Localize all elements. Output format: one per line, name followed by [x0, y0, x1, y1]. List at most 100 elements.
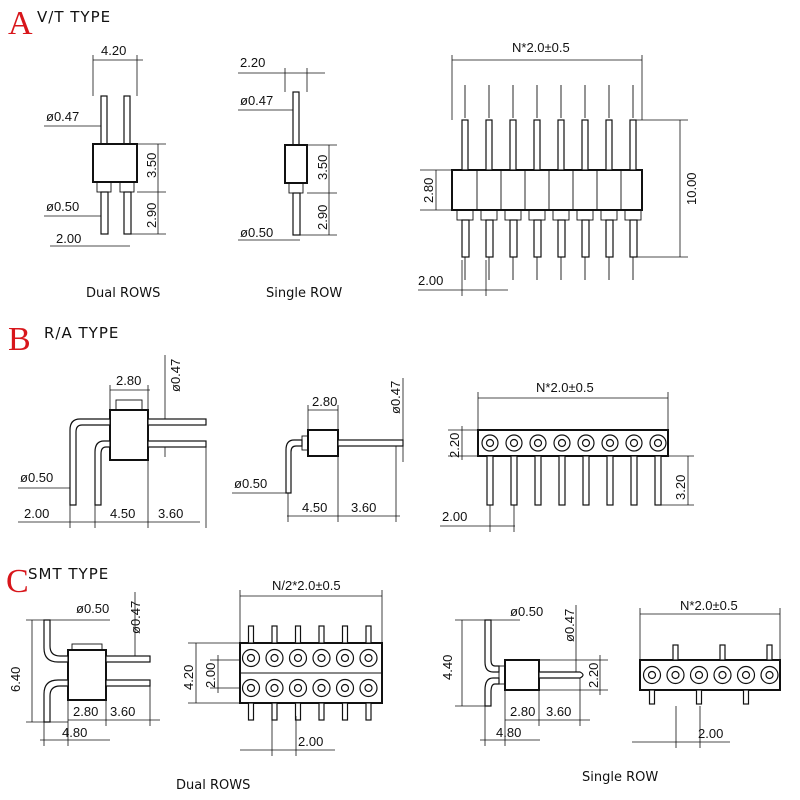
- vt-dual-tail-label: ø0.50: [46, 199, 79, 214]
- vt-multi-pin-top: [509, 119, 517, 171]
- ra-multi-contact-inner: [485, 438, 495, 448]
- smt-single-pin-label: ø0.47: [562, 609, 577, 642]
- ra-multi-pin-tail: [582, 455, 590, 506]
- smt-single-top-contact-inner: [718, 670, 727, 680]
- vt-dual-tail-len-label: 2.90: [144, 203, 159, 228]
- smt-single-top-contact-inner: [741, 670, 751, 680]
- smt-dual-top-drawing: [239, 625, 383, 721]
- vt-multi-pin-top: [605, 119, 613, 171]
- vt-dual-width-label: 4.20: [101, 43, 126, 58]
- smt-dual-top-lead-lower: [271, 702, 278, 721]
- vt-multi-pin-tail: [605, 219, 614, 258]
- smt-single-top-contact-inner: [765, 670, 774, 680]
- smt-single-top-dimensions: [632, 608, 781, 748]
- vt-multi-collar: [504, 209, 522, 221]
- vt-multi-pin-top: [461, 119, 469, 171]
- vt-multi-pin-top: [629, 119, 637, 171]
- ra-dual-dimensions: [18, 355, 207, 528]
- vt-dual-drawing: [92, 95, 138, 235]
- ra-multi-contact-inner: [581, 438, 591, 448]
- smt-single-top-lead-upper: [719, 644, 726, 661]
- ra-single-tail-label: ø0.50: [234, 476, 267, 491]
- vt-multi-collar: [552, 209, 570, 221]
- smt-dual-top-total-label: N/2*2.0±0.5: [272, 578, 341, 593]
- smt-dual-pin-label: ø0.47: [128, 601, 143, 634]
- vt-dual-body-label: 3.50: [144, 153, 159, 178]
- ra-multi-pin-tail: [510, 455, 518, 506]
- smt-single-top-lead-lower: [742, 689, 750, 705]
- ra-multi-pin-tail: [486, 455, 494, 506]
- ra-multi-contact-inner: [533, 438, 543, 448]
- smt-dual-top-lead-lower: [365, 702, 372, 721]
- ra-single-len-label: 4.50: [302, 500, 327, 515]
- vt-single-dimensions: [238, 68, 337, 241]
- smt-single-caption: Single ROW: [582, 770, 658, 785]
- ra-single-pin-label: ø0.47: [388, 381, 403, 414]
- smt-dual-top-lead-upper: [271, 625, 278, 644]
- ra-multi-pitch-label: 2.00: [442, 509, 467, 524]
- vt-multi-total-label: N*2.0±0.5: [512, 40, 570, 55]
- vt-single-pin-label: ø0.47: [240, 93, 273, 108]
- smt-dual-tail-label: ø0.50: [76, 601, 109, 616]
- vt-multi-collar: [456, 209, 474, 221]
- ra-dual-pin-label: ø0.47: [168, 359, 183, 392]
- smt-dual-top-contact-inner: [246, 653, 256, 663]
- smt-dual-top-outer-label: 4.20: [181, 665, 196, 690]
- vt-multi-dimensions: [418, 55, 688, 296]
- section-b-title: R/A TYPE: [44, 324, 119, 342]
- smt-single-top-lead-upper: [766, 644, 773, 661]
- ra-multi-drawing: [477, 429, 669, 506]
- smt-dual-height-label: 6.40: [8, 667, 23, 692]
- ra-multi-pin-tail: [630, 455, 638, 506]
- smt-dual-top-contact-inner: [364, 653, 373, 663]
- vt-dual-pitch-label: 2.00: [56, 231, 81, 246]
- ra-multi-pin-tail: [606, 455, 614, 506]
- vt-multi-height-label: 10.00: [684, 172, 699, 205]
- vt-multi-pin-top: [485, 119, 493, 171]
- vt-multi-pin-tail: [581, 219, 590, 258]
- smt-dual-top-lead-lower: [294, 702, 302, 721]
- smt-dual-top-contact-inner: [293, 653, 303, 663]
- vt-multi-pin-tail: [629, 219, 638, 258]
- smt-dual-top-pitch-label: 2.00: [298, 734, 323, 749]
- smt-single-tail-label: ø0.50: [510, 604, 543, 619]
- ra-dual-tail-label: ø0.50: [20, 470, 53, 485]
- smt-dual-top-contact-inner: [270, 653, 279, 663]
- smt-dual-top-lead-lower: [247, 702, 255, 721]
- vt-multi-pin-tail: [557, 219, 566, 258]
- smt-dual-side-drawing: [43, 619, 151, 723]
- smt-dual-caption: Dual ROWS: [176, 778, 250, 793]
- smt-single-top-contact-inner: [694, 670, 704, 680]
- vt-multi-pitch-label: 2.00: [418, 273, 443, 288]
- smt-dual-top-contact-inner: [340, 683, 350, 693]
- vt-single-body-label: 3.50: [315, 155, 330, 180]
- ra-multi-total-label: N*2.0±0.5: [536, 380, 594, 395]
- section-a-title: V/T TYPE: [37, 8, 111, 26]
- ra-dual-body-label: 2.80: [116, 373, 141, 388]
- section-a-letter: A: [8, 5, 33, 42]
- ra-multi-contact-inner: [653, 438, 663, 448]
- vt-dual-caption: Dual ROWS: [86, 286, 160, 301]
- ra-dual-len-label: 4.50: [110, 506, 135, 521]
- smt-single-top-total-label: N*2.0±0.5: [680, 598, 738, 613]
- vt-dual-dimensions: [44, 55, 166, 247]
- vt-multi-pin-top: [581, 119, 589, 171]
- smt-single-len-label: 4.80: [496, 725, 521, 740]
- smt-dual-top-lead-upper: [318, 625, 325, 644]
- vt-multi-collar: [624, 209, 642, 221]
- smt-dual-side-dimensions: [26, 592, 160, 746]
- smt-single-top-lead-lower: [695, 689, 703, 705]
- ra-single-body-label: 2.80: [312, 394, 337, 409]
- vt-single-tail-label: ø0.50: [240, 225, 273, 240]
- ra-single-ext-label: 3.60: [351, 500, 376, 515]
- section-c-letter: C: [6, 563, 29, 600]
- smt-dual-top-contact-inner: [340, 653, 350, 663]
- ra-multi-pin-tail: [558, 455, 566, 506]
- ra-single-dimensions: [232, 378, 404, 522]
- vt-multi-pin-tail: [461, 219, 470, 258]
- vt-single-width-label: 2.20: [240, 55, 265, 70]
- smt-dual-top-contact-inner: [293, 683, 303, 693]
- smt-single-side-drawing: [484, 619, 584, 707]
